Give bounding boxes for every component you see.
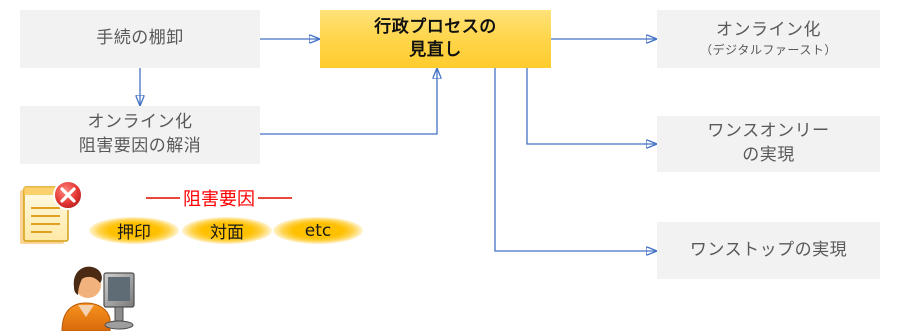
node-barrier-removal: オンライン化 阻害要因の解消	[20, 106, 260, 164]
arrow-review-to-once-only	[526, 68, 657, 144]
barrier-item-label: etc	[304, 220, 332, 241]
node-process-review: 行政プロセスの 見直し	[320, 10, 551, 68]
barrier-item-label: 対面	[210, 223, 244, 243]
node-label-line1: オンライン化	[87, 112, 193, 133]
node-one-stop: ワンストップの実現	[657, 222, 880, 279]
node-label-line1: 行政プロセスの	[374, 17, 497, 38]
node-label-line1: ワンスオンリー	[707, 121, 830, 142]
node-once-only: ワンスオンリー の実現	[657, 116, 880, 172]
node-label: 手続の棚卸	[96, 28, 184, 49]
barrier-item-label: 押印	[117, 223, 151, 243]
node-label-line2: 阻害要因の解消	[78, 136, 202, 156]
person-at-computer-icon	[61, 266, 135, 331]
node-label-line2: の実現	[742, 145, 795, 165]
node-online: オンライン化 （デジタルファースト）	[657, 10, 880, 68]
document-error-icon	[20, 180, 83, 244]
node-label-line2: 見直し	[409, 40, 462, 60]
title-rule-left	[146, 197, 180, 199]
barrier-item-etc: etc	[273, 217, 363, 244]
title-rule-right	[258, 197, 292, 199]
barrier-item-face-to-face: 対面	[182, 217, 272, 244]
barrier-item-seal: 押印	[89, 217, 179, 244]
node-label-line2: （デジタルファースト）	[700, 43, 837, 58]
barrier-title: 阻害要因	[146, 186, 292, 210]
arrow-review-to-one-stop	[494, 68, 657, 251]
barrier-title-text: 阻害要因	[183, 189, 255, 210]
node-procedure-inventory: 手続の棚卸	[20, 10, 260, 68]
arrow-barrier-removal-to-review	[260, 68, 437, 135]
node-label: ワンストップの実現	[689, 239, 848, 260]
node-label-line1: オンライン化	[716, 20, 821, 41]
